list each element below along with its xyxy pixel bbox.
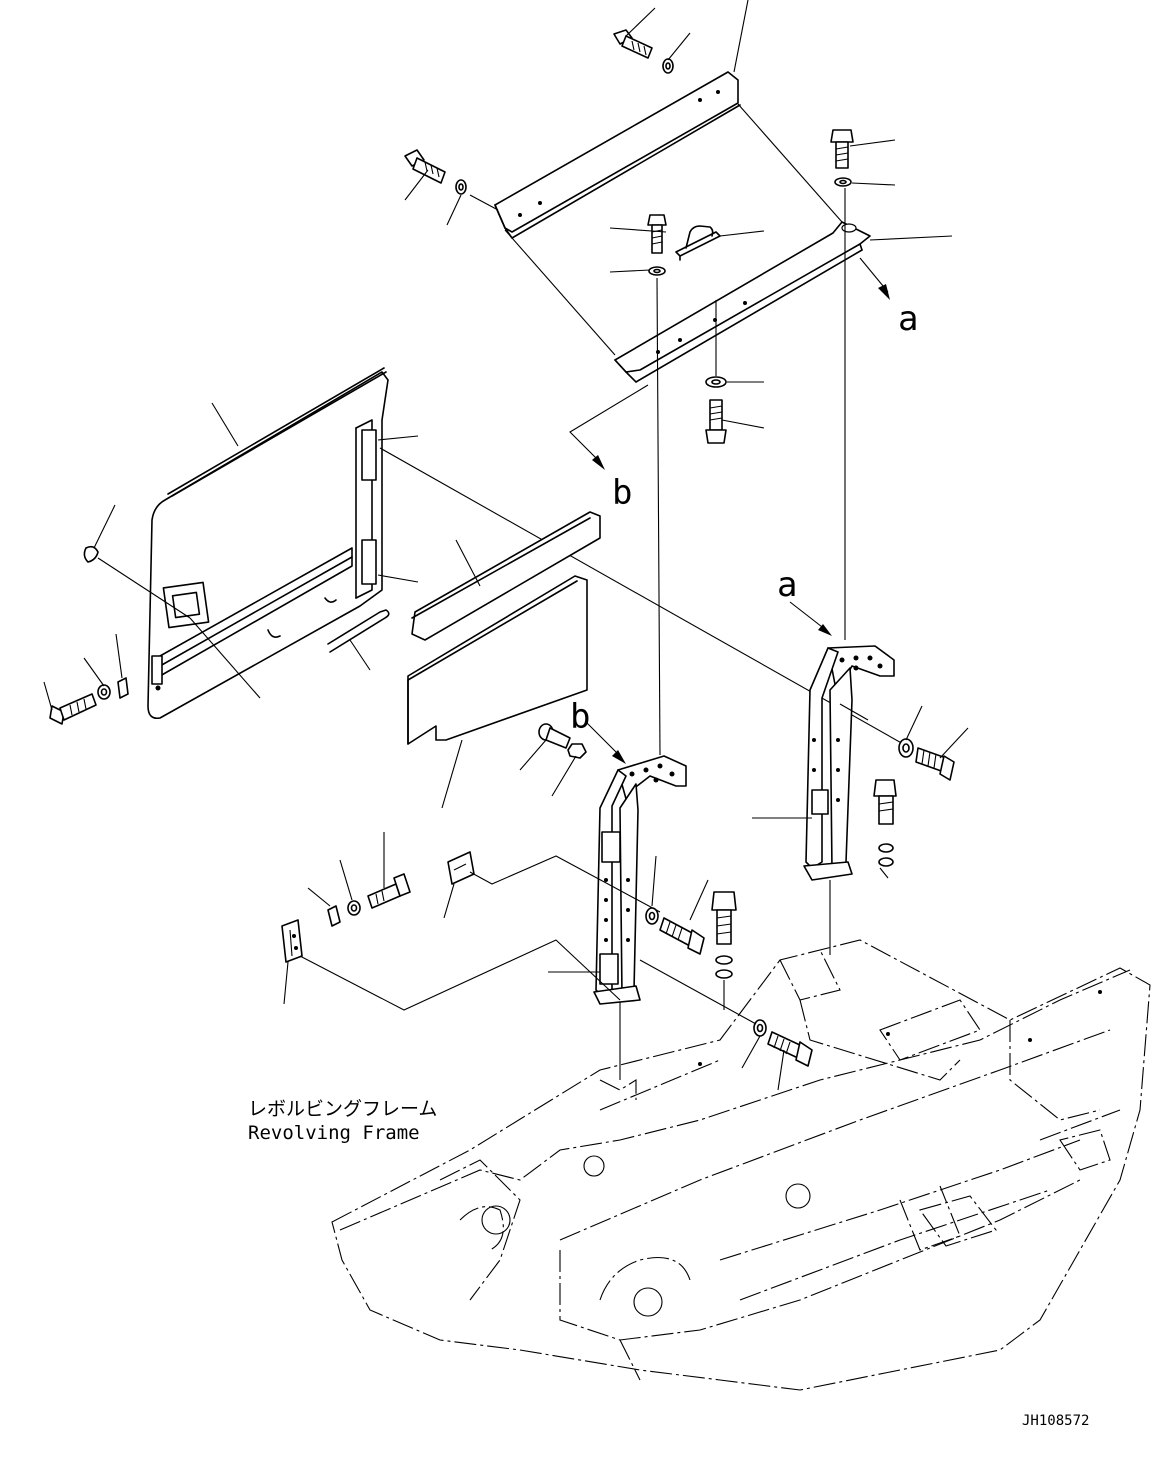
small-hinge bbox=[281, 919, 303, 963]
bolt-beam-under bbox=[705, 376, 727, 444]
small-washer-bolt bbox=[347, 873, 411, 916]
cross-beam bbox=[614, 221, 871, 383]
bolt-beam-left bbox=[647, 214, 667, 276]
small-clip bbox=[327, 905, 341, 927]
view-a-arrow-label: a bbox=[898, 299, 918, 339]
bolt-left-rail bbox=[404, 149, 467, 195]
view-b-arrow-label: b bbox=[612, 473, 632, 513]
view-b-target-label: b bbox=[570, 697, 590, 737]
bolt-top-rail bbox=[613, 29, 674, 74]
frame-label-en: Revolving Frame bbox=[248, 1122, 420, 1144]
right-support-leg bbox=[803, 645, 895, 881]
revolving-frame bbox=[331, 939, 1151, 1391]
bolt-left-stand-top bbox=[538, 723, 587, 759]
drawing-number: JH108572 bbox=[1022, 1413, 1089, 1429]
u-bracket bbox=[675, 225, 721, 261]
bolt-right-stand bbox=[873, 738, 955, 867]
side-door-panel bbox=[147, 367, 389, 720]
frame-label-jp: レボルビングフレーム bbox=[248, 1098, 437, 1120]
insulation-pads bbox=[407, 511, 601, 745]
view-a-target-label: a bbox=[777, 565, 797, 605]
upper-rail bbox=[494, 71, 741, 239]
door-bolt bbox=[49, 545, 129, 725]
bolt-left-stand-side bbox=[645, 907, 705, 955]
bolt-vertical bbox=[711, 891, 737, 979]
small-plate bbox=[447, 851, 475, 885]
left-support-leg bbox=[593, 755, 687, 1005]
bolt-beam-right bbox=[830, 129, 854, 187]
bolt-frame bbox=[753, 1019, 813, 1067]
